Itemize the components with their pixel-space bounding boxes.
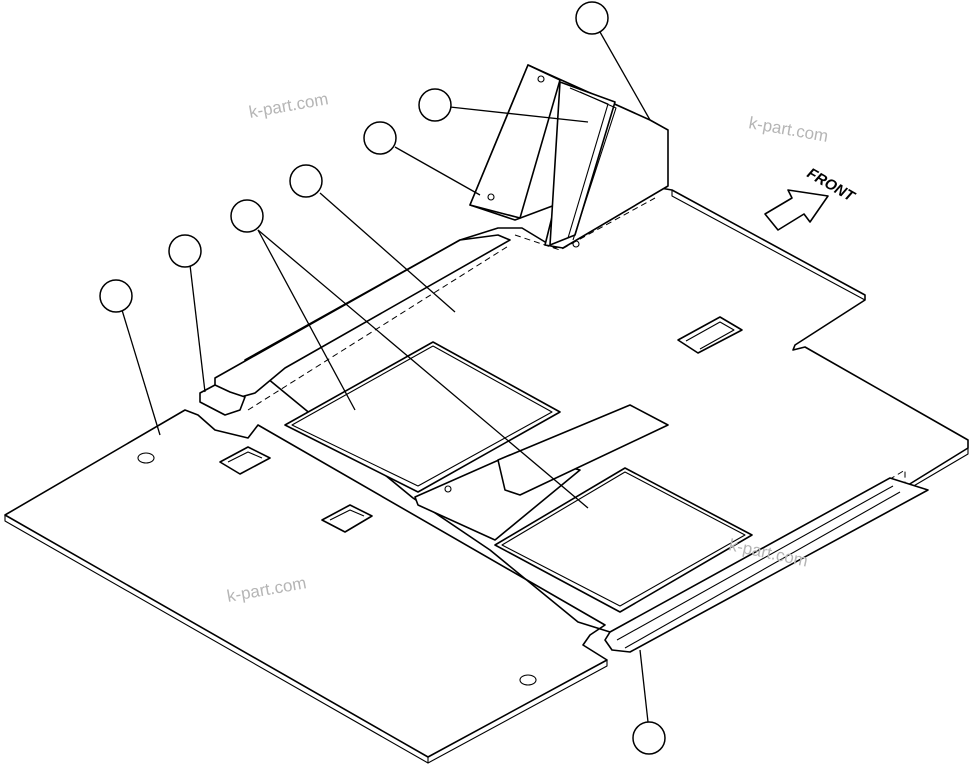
hidden-edge-console xyxy=(514,197,656,251)
callout-bubble xyxy=(99,279,133,313)
hidden-edge-left xyxy=(247,244,511,411)
console-cover xyxy=(469,64,669,249)
callout-bubbles xyxy=(99,1,666,755)
callout-bubble xyxy=(632,721,666,755)
callout-bubble xyxy=(289,164,323,198)
callout-bubble xyxy=(168,234,202,268)
callout-bubble xyxy=(230,199,264,233)
callout-bubble xyxy=(575,1,609,35)
tunnel-strip-right xyxy=(604,477,929,653)
left-inset-panel xyxy=(284,341,561,493)
mat-slots xyxy=(137,316,743,686)
callout-bubble xyxy=(363,121,397,155)
main-floor-mat xyxy=(244,187,969,641)
watermark: k-part.com xyxy=(747,113,829,146)
right-inset-panel xyxy=(494,467,753,613)
watermark: k-part.com xyxy=(247,89,329,122)
leader-lines xyxy=(121,31,651,723)
rear-floor-mat xyxy=(4,409,608,764)
callout-bubble xyxy=(418,88,452,122)
front-direction-arrow: FRONT xyxy=(764,165,859,231)
center-connector xyxy=(414,404,669,541)
watermark: k-part.com xyxy=(225,573,307,606)
